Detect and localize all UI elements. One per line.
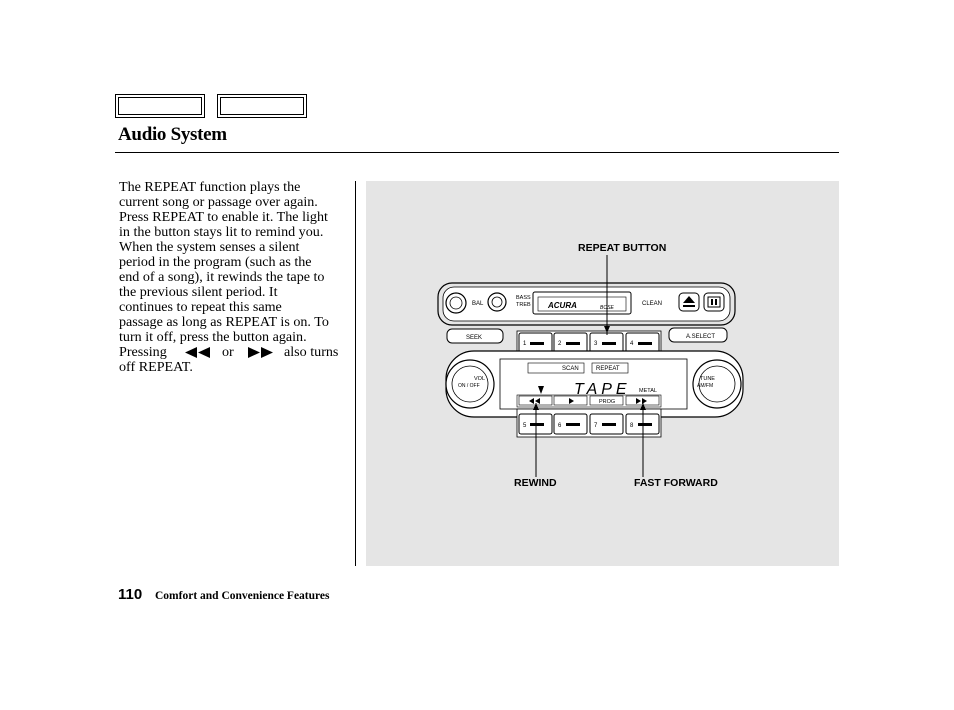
fast-forward-icon [248, 347, 274, 362]
or-word: or [222, 344, 234, 360]
preset-6-button[interactable]: 6 [553, 413, 588, 435]
svg-text:2: 2 [558, 341, 562, 347]
body-line-pressing: Pressing or also turns [119, 345, 351, 360]
repeat-button-callout: REPEAT BUTTON [578, 242, 667, 254]
bal-label: BAL [472, 301, 484, 307]
rewind-button[interactable] [518, 395, 553, 406]
preset-row-bottom: 5 6 7 8 [516, 408, 662, 438]
display-segment [591, 362, 629, 374]
seek-label: SEEK [466, 335, 482, 341]
tape-direction-icon [538, 386, 544, 394]
display-segment [527, 362, 585, 374]
body-line: The REPEAT function plays the [119, 179, 301, 195]
body-paragraph: The REPEAT function plays the current so… [119, 180, 351, 375]
svg-text:5: 5 [523, 423, 527, 429]
svg-text:4: 4 [630, 341, 634, 347]
clean-label: CLEAN [642, 301, 662, 307]
also-turns-word: also turns [284, 344, 339, 360]
section-name: Comfort and Convenience Features [155, 590, 330, 602]
preset-3-repeat-button[interactable]: 3 [589, 332, 624, 354]
vol-label: VOL [474, 376, 485, 382]
body-line: end of a song), it rewinds the tape to [119, 269, 325, 285]
play-button[interactable] [553, 395, 588, 406]
svg-text:3: 3 [594, 341, 598, 347]
preset-4-button[interactable]: 4 [625, 332, 660, 354]
rewind-icon [185, 347, 211, 362]
tune-label: TUNE [700, 376, 715, 382]
a-select-label: A.SELECT [686, 334, 715, 340]
scan-label: SCAN [562, 366, 579, 372]
body-line: Press REPEAT to enable it. The light [119, 209, 328, 225]
svg-text:1: 1 [523, 341, 527, 347]
pressing-word: Pressing [119, 344, 167, 360]
body-line: off REPEAT. [119, 359, 193, 375]
page-number: 110 [118, 586, 143, 603]
page-title: Audio System [118, 124, 227, 145]
audio-unit-figure: BAL BASS TREB ACURA BOSE CLEAN SEEK A.SE… [366, 181, 839, 566]
upper-panel: BAL BASS TREB ACURA BOSE CLEAN [437, 282, 736, 326]
acura-brand-text: ACURA [547, 301, 577, 310]
prog-button[interactable]: PROG [589, 395, 624, 406]
column-divider [355, 181, 356, 566]
dolby-icon [707, 296, 721, 308]
metal-label: METAL [639, 388, 657, 394]
eject-icon [683, 296, 695, 303]
am-fm-label: AM/FM [697, 383, 713, 389]
prog-label: PROG [599, 399, 615, 405]
body-line: When the system senses a silent [119, 239, 300, 255]
repeat-label: REPEAT [596, 366, 620, 372]
preset-2-button[interactable]: 2 [553, 332, 588, 354]
fast-forward-callout: FAST FORWARD [634, 477, 718, 489]
svg-text:8: 8 [630, 423, 634, 429]
body-line: period in the program (such as the [119, 254, 312, 270]
svg-text:7: 7 [594, 423, 598, 429]
body-line: passage as long as REPEAT is on. To [119, 314, 329, 330]
tape-display-text: TAPE [574, 381, 631, 398]
main-panel: VOL ON / OFF TUNE AM/FM SCAN REPEAT TAPE… [445, 350, 744, 418]
next-page-button[interactable] [217, 94, 307, 118]
a-select-button[interactable]: A.SELECT [668, 327, 728, 343]
body-line: in the button stays lit to remind you. [119, 224, 324, 240]
svg-text:6: 6 [558, 423, 562, 429]
preset-1-button[interactable]: 1 [518, 332, 553, 354]
body-line: continues to repeat this same [119, 299, 282, 315]
seek-button[interactable]: SEEK [446, 328, 504, 344]
previous-page-button[interactable] [115, 94, 205, 118]
title-rule [115, 152, 839, 153]
audio-unit-illustration: BAL BASS TREB ACURA BOSE CLEAN SEEK A.SE… [437, 255, 744, 477]
preset-7-button[interactable]: 7 [589, 413, 624, 435]
treb-label: TREB [516, 302, 531, 308]
on-off-label: ON / OFF [458, 383, 480, 389]
body-line: current song or passage over again. [119, 194, 318, 210]
bass-label: BASS [516, 295, 531, 301]
body-line: turn it off, press the button again. [119, 329, 307, 345]
body-line: the previous silent period. It [119, 284, 278, 300]
rewind-callout: REWIND [514, 477, 557, 489]
